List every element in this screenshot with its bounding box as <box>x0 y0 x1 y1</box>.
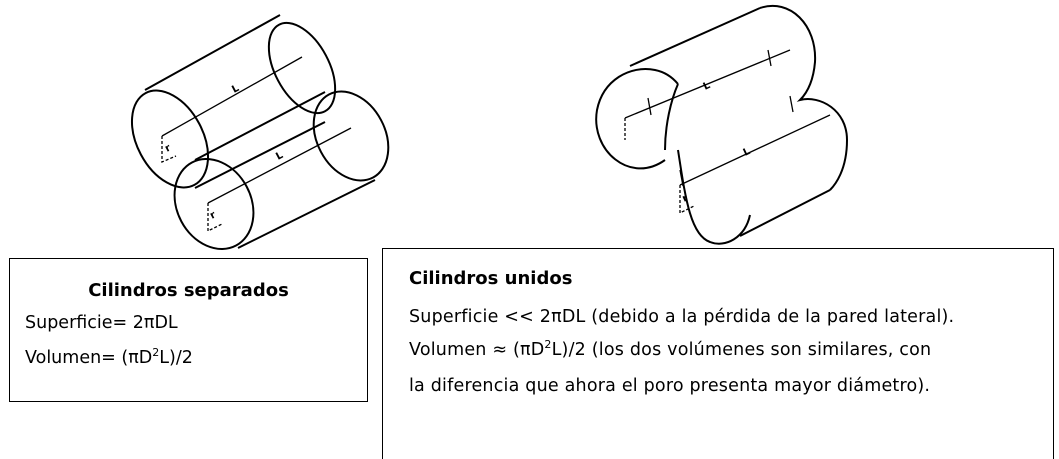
upper-cylinder-axis <box>161 56 303 137</box>
separate-cylinders-box: Cilindros separados Superficie= 2πDL Vol… <box>9 258 368 402</box>
joined-lower-length-label: L <box>742 146 753 159</box>
lower-cylinder-radius <box>207 203 223 233</box>
joined-upper-axis <box>624 49 791 119</box>
upper-radius-label: r <box>163 143 173 155</box>
joined-radius-label: r <box>681 193 690 205</box>
joined-cylinders-front-end <box>595 68 679 170</box>
separate-surface-formula: Superficie= 2πDL <box>25 313 178 333</box>
joined-cylinders-title: Cilindros unidos <box>409 268 573 289</box>
joined-cylinders-diagram: L L r <box>585 0 885 250</box>
upper-length-label: L <box>230 83 241 96</box>
joined-lower-axis <box>679 114 831 186</box>
joined-upper-length-label: L <box>702 80 713 93</box>
joined-cylinders-box: Cilindros unidos Superficie << 2πDL (deb… <box>382 248 1054 459</box>
upper-cylinder-body <box>144 14 326 189</box>
joined-radius <box>679 185 695 215</box>
lower-length-label: L <box>274 150 285 163</box>
joined-volume-note: la diferencia que ahora el poro presenta… <box>409 376 931 396</box>
lower-radius-label: r <box>208 210 218 222</box>
lower-cylinder-axis <box>207 127 352 204</box>
upper-cylinder-radius <box>161 136 177 163</box>
upper-cylinder-back-end <box>267 21 337 115</box>
joined-cylinders-body <box>629 7 761 67</box>
lower-cylinder-body <box>194 91 376 249</box>
separate-cylinders-title: Cilindros separados <box>88 280 289 301</box>
joined-volume-formula: Volumen ≈ (πD2L)/2 (los dos volúmenes so… <box>409 338 932 360</box>
lower-cylinder-front-end <box>173 158 255 250</box>
lower-cylinder-back-end <box>312 90 390 182</box>
separate-volume-formula: Volumen= (πD2L)/2 <box>25 346 193 368</box>
separate-cylinders-diagram: L L r r <box>110 0 410 262</box>
upper-cylinder-front-end <box>130 89 210 189</box>
joined-surface-formula: Superficie << 2πDL (debido a la pérdida … <box>409 307 955 327</box>
joined-cylinders-back-end <box>759 5 849 191</box>
